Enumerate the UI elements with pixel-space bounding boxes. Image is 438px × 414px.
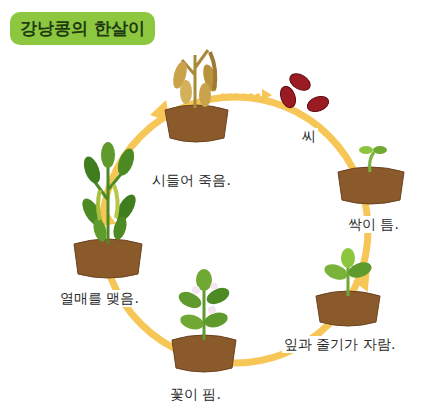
stage-label: 싹이 틈. [346,216,401,233]
stage-label: 시들어 죽음. [150,172,233,189]
wilted-plant [171,50,220,108]
flowering-plant [176,269,232,340]
fruiting-plant [78,142,139,244]
stage-label: 씨 [300,128,318,145]
dotted-arrowhead [262,89,272,101]
stage-label: 꽃이 핌. [168,386,223,403]
stage-label: 열매를 맺음. [58,290,141,307]
soil-clumps [74,105,404,372]
bean-seeds [278,70,331,114]
young-plant [322,248,373,296]
sprout [359,146,387,172]
stage-label: 잎과 줄기가 자람. [282,336,397,353]
title-badge: 강낭콩의 한살이 [10,12,155,45]
dotted-arrow [222,94,262,97]
